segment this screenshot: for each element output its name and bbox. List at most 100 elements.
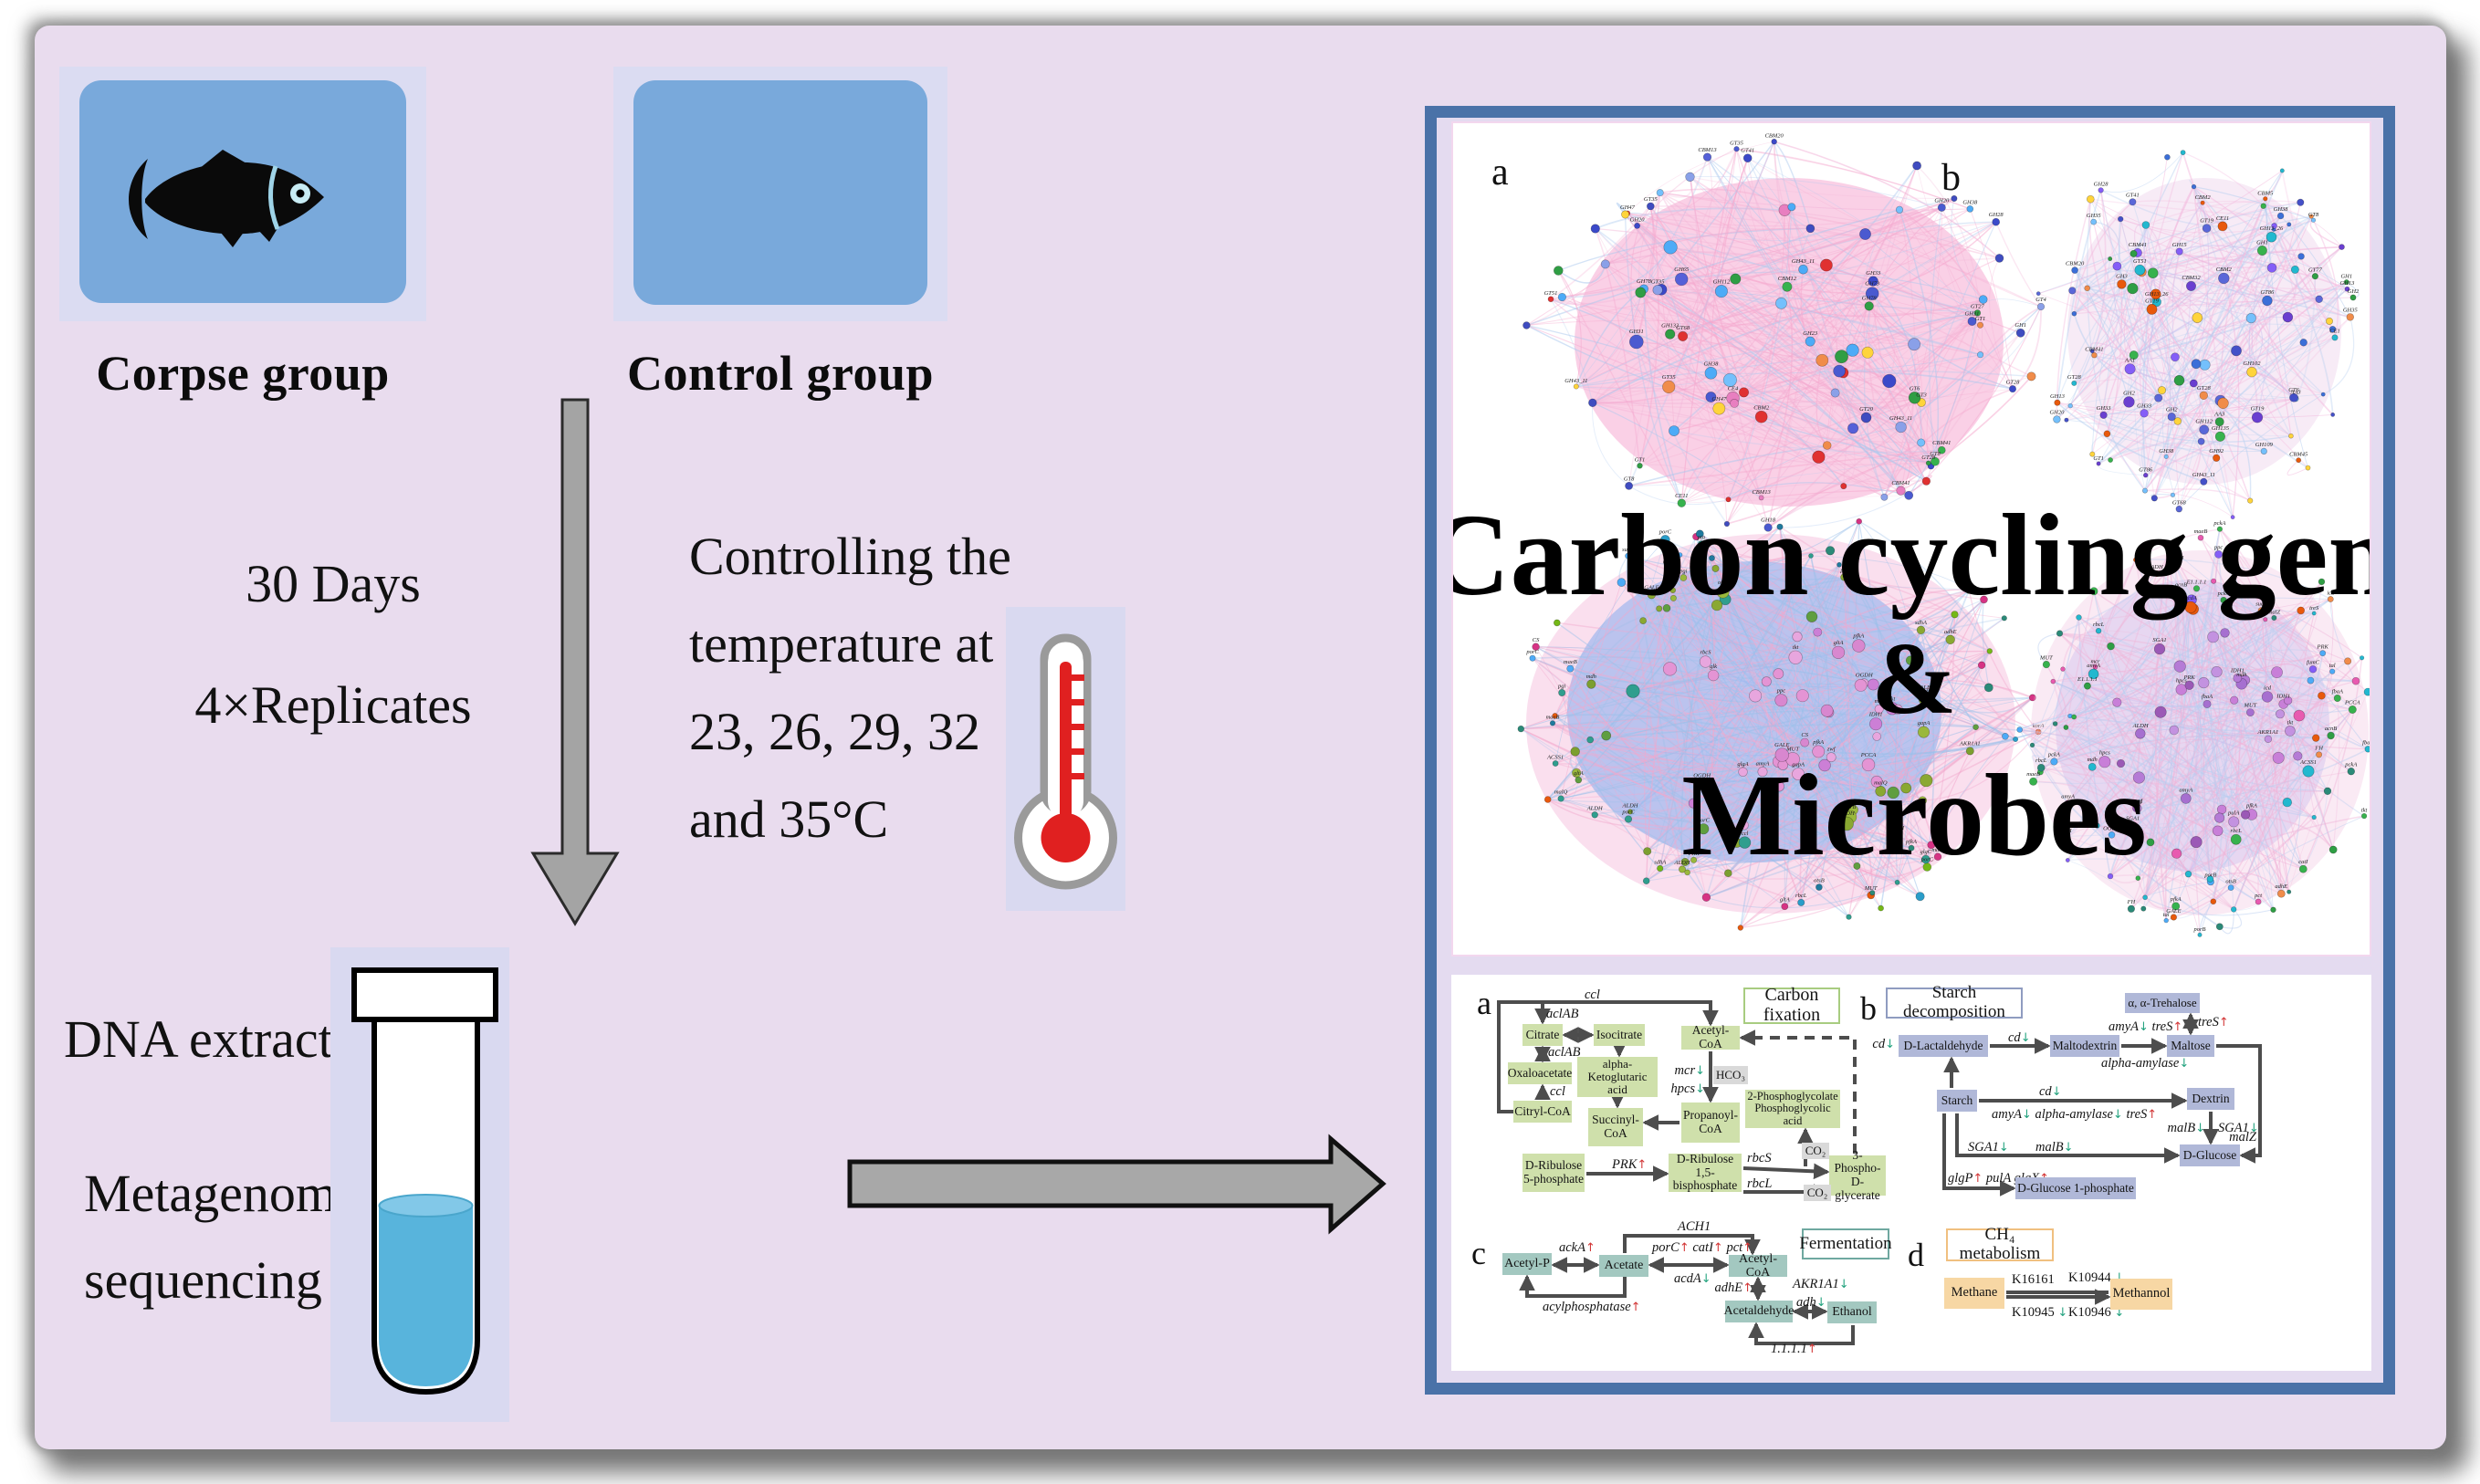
svg-text:GH35: GH35 [2343, 308, 2359, 314]
svg-text:CS: CS [1801, 732, 1808, 738]
pathway-gene-label: malZ [2229, 1130, 2257, 1144]
svg-text:GH20: GH20 [2049, 410, 2065, 416]
svg-text:GH13: GH13 [2050, 393, 2066, 400]
svg-text:rbcL: rbcL [2093, 622, 2105, 628]
svg-text:GH13_26: GH13_26 [2260, 225, 2284, 232]
svg-text:GH112: GH112 [2195, 419, 2213, 425]
svg-text:GALE: GALE [1774, 742, 1789, 748]
network-edges [1526, 141, 2042, 528]
svg-text:GH133: GH133 [1661, 323, 1679, 329]
network-plot: GH2GH2GH33GH35CBM32GT19GH13_26GT19CBM41C… [2035, 150, 2360, 520]
svg-text:CBM13: CBM13 [1752, 489, 1771, 496]
svg-text:FH: FH [2063, 828, 2072, 834]
pathway-arrow [1748, 1322, 1855, 1345]
pathway-gene-label: malB↓ [2035, 1140, 2074, 1155]
svg-text:CE11: CE11 [1675, 493, 1688, 499]
svg-text:mdh: mdh [2236, 672, 2246, 678]
svg-text:GH31: GH31 [1629, 329, 1644, 335]
svg-text:ACSS1: ACSS1 [2299, 759, 2317, 766]
svg-text:tal: tal [2163, 912, 2170, 918]
svg-text:ALDH: ALDH [1674, 860, 1690, 866]
svg-text:GH31: GH31 [1965, 310, 1980, 317]
pathway-panel-letter: b [1860, 990, 1877, 1027]
title-amp: & [1871, 622, 1957, 736]
duration-replicates: 4×Replicates [194, 675, 472, 735]
svg-text:pckA: pckA [2344, 761, 2357, 768]
pathway-box: D-Ribulose 1,5- bisphosphate [1669, 1152, 1742, 1192]
pathway-gene-label: ccl [1550, 1084, 1565, 1099]
svg-text:GT6: GT6 [1910, 386, 1920, 392]
svg-text:fbaA: fbaA [2362, 739, 2371, 746]
pathway-gene-label: K10945 ↓ [2012, 1305, 2067, 1320]
pathway-box: D-Ribulose 5-phosphate [1523, 1154, 1585, 1192]
svg-text:GH20: GH20 [1934, 197, 1950, 204]
pathway-gene-label: adhE↑ [1714, 1280, 1753, 1295]
pathway-box: Methannol [2110, 1279, 2172, 1310]
svg-text:sucC: sucC [2255, 601, 2268, 608]
pathway-title-box: Acetaldehyde [1724, 1301, 1794, 1322]
svg-text:zwf: zwf [2133, 799, 2143, 805]
svg-text:maeB: maeB [2026, 771, 2040, 778]
svg-text:ALDH: ALDH [1838, 810, 1855, 817]
pathway-gene-label: mcr↓ [1675, 1063, 1705, 1078]
svg-text:GALE: GALE [1916, 685, 1931, 691]
svg-text:MUT: MUT [2244, 703, 2257, 709]
pathway-gene-label: cd↓ [2039, 1084, 2062, 1099]
svg-text:E1.1.1.1: E1.1.1.1 [2077, 676, 2098, 683]
svg-text:pfkA: pfkA [1852, 633, 1864, 640]
svg-text:tkt: tkt [1889, 696, 1896, 703]
svg-text:GT1: GT1 [1635, 457, 1646, 464]
svg-text:GT19: GT19 [2200, 218, 2214, 225]
svg-text:GH13_26: GH13_26 [2145, 291, 2169, 298]
temperature-line: temperature at [689, 614, 994, 674]
pathway-panel-letter: c [1471, 1235, 1486, 1271]
pathway-gene-label: aclAB [1546, 1007, 1579, 1021]
svg-text:GT35: GT35 [1730, 140, 1744, 146]
pathway-gene-label: amyA↓ alpha-amylase↓ treS↑ [1992, 1107, 2157, 1122]
pathway-title-box: Acetyl-CoA [1729, 1252, 1787, 1280]
network-label-b: b [1941, 157, 1961, 199]
pathway-title-box: Starch decomposition [1886, 984, 2023, 1021]
svg-text:GT27: GT27 [1971, 304, 1985, 310]
svg-text:rbcL: rbcL [1795, 893, 1807, 899]
svg-text:CBM12: CBM12 [1778, 276, 1797, 282]
temperature-line: and 35°C [689, 789, 889, 849]
pathway-gene-label: malB↓ [2167, 1121, 2205, 1135]
svg-text:AKR1A1: AKR1A1 [1959, 741, 1981, 747]
svg-text:pfkA: pfkA [2170, 896, 2182, 903]
svg-text:GT1: GT1 [2093, 455, 2104, 462]
svg-text:PCCA: PCCA [2344, 699, 2360, 705]
pathway-gene-label: K10946 ↓ [2068, 1305, 2124, 1320]
svg-text:SGA1: SGA1 [2129, 799, 2143, 805]
svg-text:GH2: GH2 [2166, 406, 2178, 413]
pathway-gene-label: K16161 [2012, 1272, 2055, 1287]
svg-text:pct: pct [1839, 568, 1847, 574]
svg-text:GT68: GT68 [2172, 499, 2187, 506]
svg-text:GH35: GH35 [2087, 213, 2102, 219]
svg-text:icd: icd [2327, 590, 2335, 596]
svg-text:MUT: MUT [2039, 654, 2053, 661]
svg-text:amyA: amyA [2179, 787, 2192, 793]
svg-text:GH33: GH33 [1866, 270, 1881, 277]
svg-text:fbaA: fbaA [2332, 688, 2343, 695]
svg-text:OGDH: OGDH [1693, 772, 1711, 779]
network-nodes [1517, 517, 2042, 931]
pathway-box: Maltodextrin [2050, 1035, 2119, 1057]
svg-text:GT86: GT86 [2139, 466, 2153, 473]
svg-text:CBM20: CBM20 [2066, 261, 2085, 267]
thermometer-icon [1014, 633, 1117, 890]
title-line-2: Microbes [1681, 750, 2147, 880]
svg-text:tkt: tkt [2361, 807, 2368, 813]
svg-text:maeB: maeB [2194, 528, 2208, 535]
svg-text:mdh: mdh [1586, 674, 1596, 680]
svg-text:GT35: GT35 [1662, 374, 1677, 381]
svg-text:CBM20: CBM20 [1765, 132, 1784, 139]
svg-text:tkt: tkt [2287, 719, 2294, 726]
pathway-box: CO₂ [1802, 1143, 1829, 1159]
pathway-gene-label: ackA↑ [1559, 1240, 1596, 1255]
svg-text:GH47: GH47 [1711, 396, 1727, 402]
svg-text:GALE: GALE [1644, 585, 1659, 591]
svg-text:GH38: GH38 [2159, 448, 2174, 455]
